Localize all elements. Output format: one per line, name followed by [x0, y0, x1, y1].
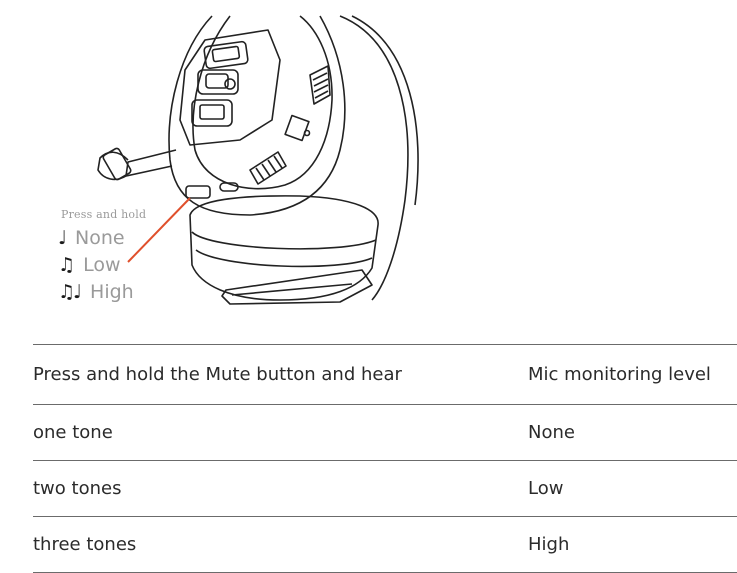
callout-level-none: ♩ None — [58, 225, 146, 252]
table-row: one tone None — [33, 404, 737, 461]
row-action: one tone — [33, 404, 528, 461]
callout-level-high: ♫♩ High — [58, 279, 146, 306]
headset-illustration: Press and hold ♩ None ♫ Low ♫♩ High — [58, 15, 419, 306]
table-row: three tones High — [33, 516, 737, 573]
level-label: Low — [83, 254, 121, 276]
music-note-icon: ♩ — [58, 227, 67, 249]
row-level: High — [528, 516, 737, 573]
mute-callout: Press and hold ♩ None ♫ Low ♫♩ High — [58, 208, 146, 306]
table-header-row: Press and hold the Mute button and hear … — [33, 344, 737, 405]
row-level: Low — [528, 460, 737, 517]
row-action: two tones — [33, 460, 528, 517]
headset-line-drawing — [97, 15, 419, 305]
callout-pointer — [127, 197, 191, 263]
header-action: Press and hold the Mute button and hear — [33, 344, 528, 405]
header-level: Mic monitoring level — [528, 344, 737, 405]
music-notes-icon: ♫♩ — [58, 281, 82, 303]
row-action: three tones — [33, 516, 528, 573]
callout-level-low: ♫ Low — [58, 252, 146, 279]
callout-heading: Press and hold — [61, 208, 147, 221]
mic-monitoring-table: Press and hold the Mute button and hear … — [33, 344, 737, 573]
level-label: None — [75, 227, 125, 249]
music-notes-icon: ♫ — [58, 254, 75, 276]
level-label: High — [90, 281, 134, 303]
row-level: None — [528, 404, 737, 461]
table-row: two tones Low — [33, 460, 737, 517]
